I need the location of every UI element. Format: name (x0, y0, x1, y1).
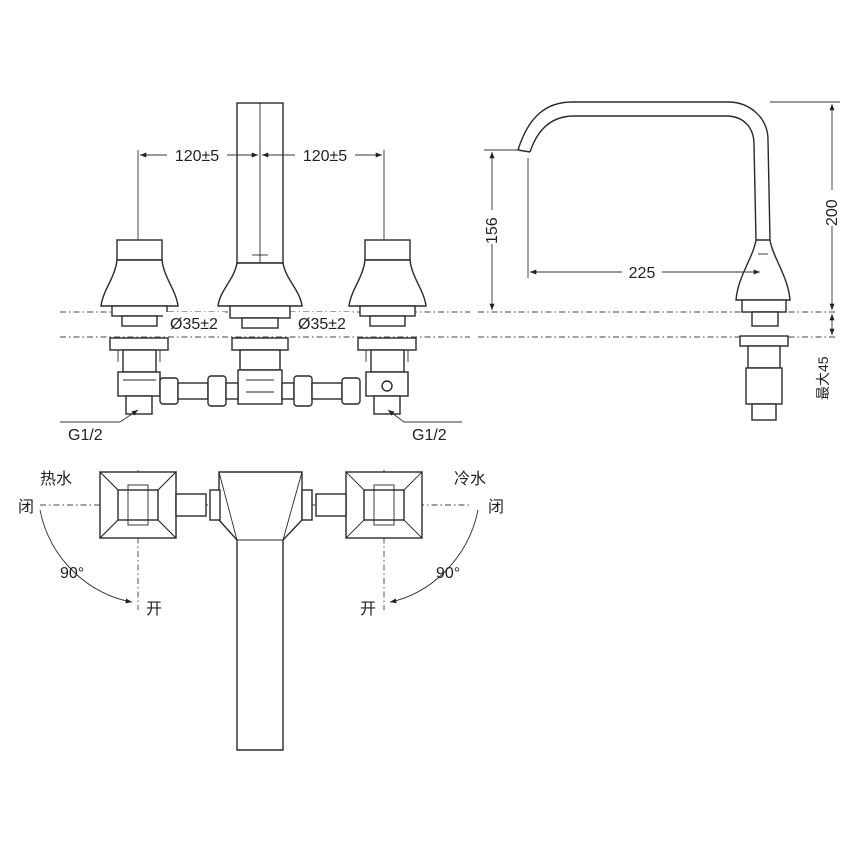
dim-max-deck: 最大45 (815, 314, 835, 400)
spout-top (209, 471, 313, 751)
dim-outlet-height: 156 (480, 149, 518, 310)
dim-156: 156 (484, 217, 501, 244)
spout-valve-body (229, 305, 291, 405)
cold-valve-body (348, 239, 427, 415)
dim-total-height: 200 (770, 101, 842, 310)
thread-left: G1/2 (68, 427, 103, 444)
label-rotation-left: 90° (60, 565, 84, 582)
hot-handle-top (98, 471, 207, 539)
thread-right: G1/2 (412, 427, 447, 444)
dim-hole-left: Ø35±2 (170, 316, 218, 333)
side-view: 156 225 200 最大45 (478, 101, 842, 421)
dim-reach: 225 (527, 158, 760, 282)
front-view: 120±5 120±5 Ø35±2 Ø35±2 G1/2 G1/2 (60, 102, 470, 444)
dim-225: 225 (629, 265, 656, 282)
rotation-arcs (39, 509, 479, 604)
label-open-left: 开 (146, 601, 162, 618)
dim-spacing-left: 120±5 (175, 148, 219, 165)
label-closed-right: 闭 (488, 498, 504, 516)
label-open-right: 开 (360, 601, 376, 618)
spout-side (517, 101, 791, 421)
top-view: 热水 冷水 闭 闭 90° 90° 开 开 (18, 470, 504, 751)
dim-200: 200 (824, 199, 841, 226)
dim-hole: Ø35±2 Ø35±2 (163, 312, 353, 333)
connecting-hoses (159, 375, 361, 407)
dim-max-45: 最大45 (815, 356, 831, 400)
label-rotation-right: 90° (436, 565, 460, 582)
spout-front (217, 102, 303, 307)
dim-spacing-right: 120±5 (303, 148, 347, 165)
dim-thread: G1/2 G1/2 (60, 409, 462, 444)
dim-hole-right: Ø35±2 (298, 316, 346, 333)
label-closed-left: 闭 (18, 498, 34, 516)
dim-spacing: 120±5 120±5 (137, 145, 385, 240)
label-cold-water: 冷水 (454, 470, 486, 488)
hot-valve-body (100, 239, 179, 415)
cold-handle-top (315, 471, 424, 539)
label-hot-water: 热水 (40, 470, 72, 488)
